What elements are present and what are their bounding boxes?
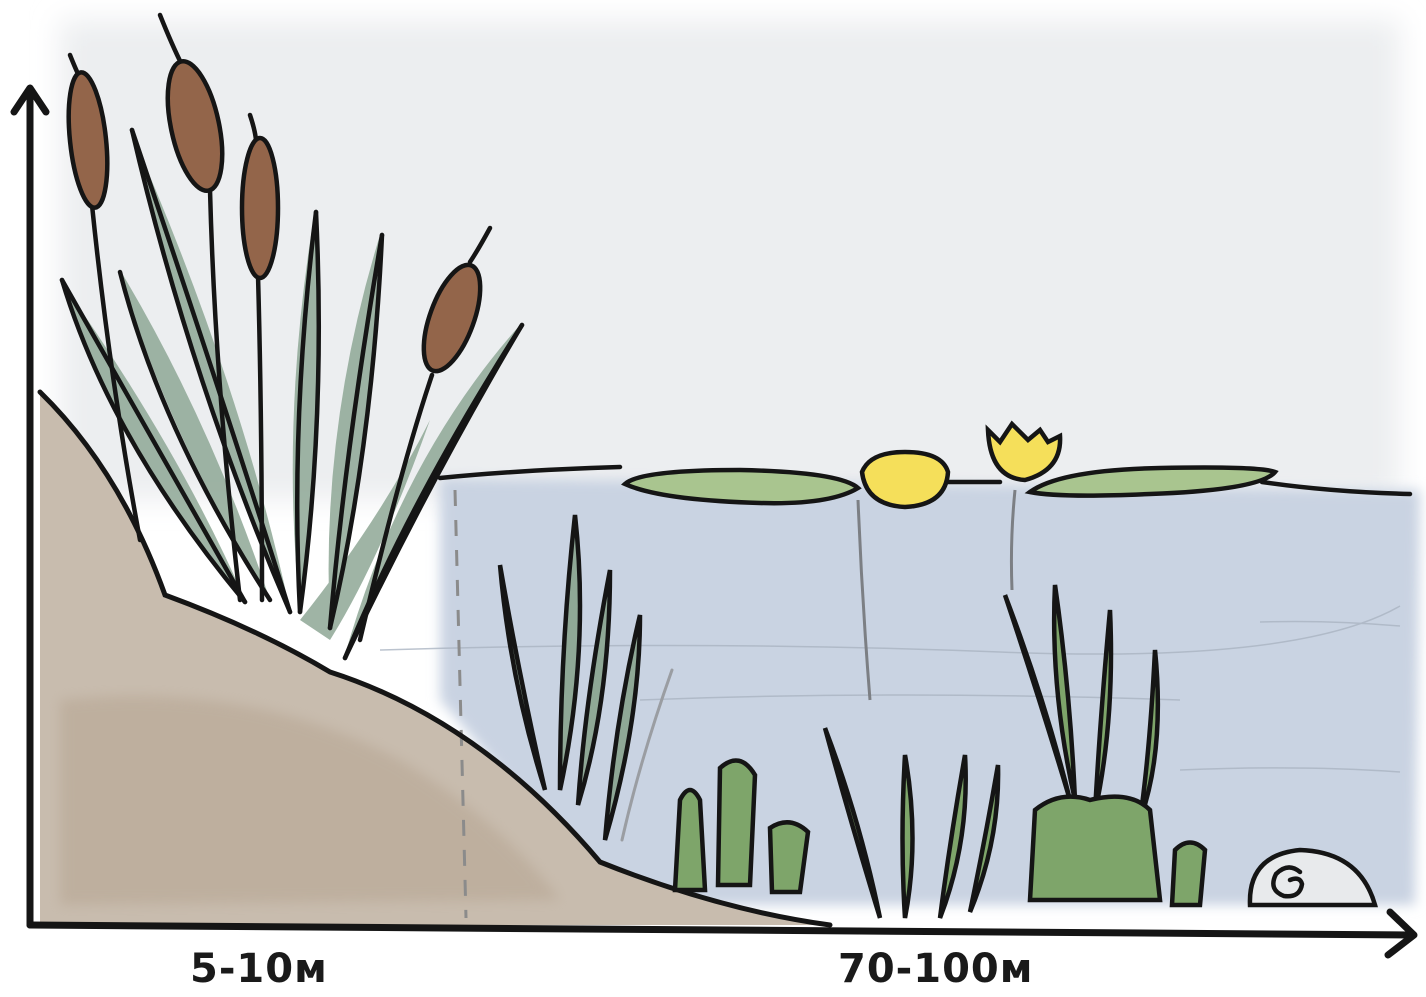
x-axis bbox=[30, 925, 1412, 935]
deep-zone-label: 70-100м bbox=[838, 946, 1033, 992]
shallow-zone-label: 5-10м bbox=[190, 946, 328, 992]
water-body bbox=[440, 478, 1420, 905]
lily-flower-left bbox=[862, 452, 948, 507]
cattail-head-3 bbox=[242, 138, 278, 278]
bushy-plant-5 bbox=[1172, 843, 1205, 906]
bushy-plant-2 bbox=[718, 760, 755, 885]
bushy-plant-1 bbox=[675, 790, 705, 890]
bushy-plant-3 bbox=[770, 822, 808, 892]
bushy-plant-4 bbox=[1030, 797, 1160, 900]
